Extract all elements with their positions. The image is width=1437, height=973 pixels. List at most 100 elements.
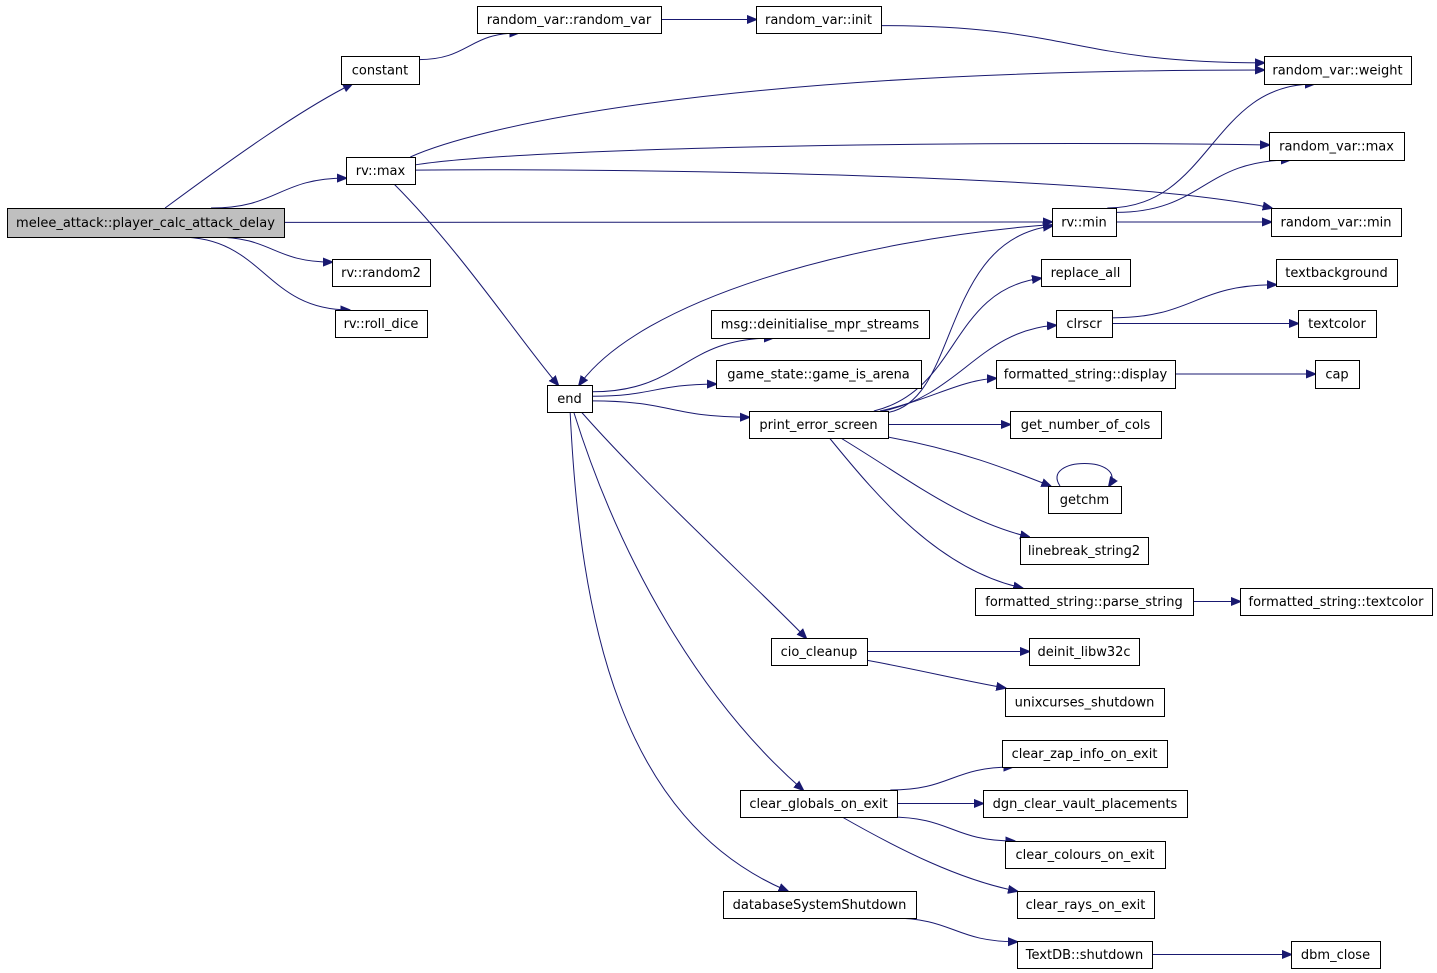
node-label: linebreak_string2 xyxy=(1028,544,1140,559)
node-label: formatted_string::parse_string xyxy=(985,595,1182,610)
node-databaseSystemShutdown[interactable]: databaseSystemShutdown xyxy=(723,891,917,919)
node-box xyxy=(983,790,1188,818)
edge-print_error_screen-to-fs_parse_string xyxy=(829,437,1022,588)
edge-print_error_screen-to-rv_min xyxy=(887,226,1052,413)
node-clear_zap_info_on_exit[interactable]: clear_zap_info_on_exit xyxy=(1002,740,1168,768)
edge-player_calc_attack_delay-to-rv_max xyxy=(211,178,346,209)
node-label: random_var::min xyxy=(1281,216,1392,231)
edge-end-to-game_is_arena xyxy=(591,384,716,397)
node-clear_colours_on_exit[interactable]: clear_colours_on_exit xyxy=(1005,841,1166,869)
edge-rv_min-to-end xyxy=(579,223,1053,385)
node-rv_random2[interactable]: rv::random2 xyxy=(332,259,431,287)
node-label: formatted_string::textcolor xyxy=(1249,595,1425,610)
node-label: cap xyxy=(1325,368,1348,383)
node-box xyxy=(749,411,889,439)
node-layer: melee_attack::player_calc_attack_delay co… xyxy=(7,6,1433,969)
edge-rv_min-to-rv_weight xyxy=(1107,84,1314,209)
node-replace_all[interactable]: replace_all xyxy=(1041,259,1131,287)
node-box xyxy=(332,259,431,287)
edge-end-to-print_error_screen xyxy=(591,400,749,417)
node-rv_init[interactable]: random_var::init xyxy=(756,6,882,34)
node-box xyxy=(1056,310,1113,338)
node-dgn_clear_vault_placements[interactable]: dgn_clear_vault_placements xyxy=(983,790,1188,818)
node-label: constant xyxy=(352,64,409,79)
node-box xyxy=(1315,360,1360,389)
node-deinit_mpr[interactable]: msg::deinitialise_mpr_streams xyxy=(711,310,930,339)
node-fs_textcolor[interactable]: formatted_string::textcolor xyxy=(1240,588,1433,616)
edge-clear_globals_on_exit-to-clear_rays_on_exit xyxy=(841,816,1017,891)
node-label: textcolor xyxy=(1308,317,1366,332)
node-rv_min[interactable]: rv::min xyxy=(1052,208,1117,237)
node-label: clear_globals_on_exit xyxy=(749,797,887,812)
node-fs_parse_string[interactable]: formatted_string::parse_string xyxy=(975,588,1194,616)
node-label: random_var::random_var xyxy=(487,13,652,28)
node-label: end xyxy=(557,392,582,407)
node-game_is_arena[interactable]: game_state::game_is_arena xyxy=(716,360,922,389)
node-box xyxy=(335,310,428,338)
node-clear_globals_on_exit[interactable]: clear_globals_on_exit xyxy=(740,790,898,818)
node-player_calc_attack_delay[interactable]: melee_attack::player_calc_attack_delay xyxy=(7,208,285,238)
node-getchm[interactable]: getchm xyxy=(1048,486,1122,514)
node-label: rv::max xyxy=(356,164,406,179)
edge-databaseSystemShutdown-to-textdb_shutdown xyxy=(891,917,1017,942)
node-dbm_close[interactable]: dbm_close xyxy=(1291,941,1381,969)
node-box xyxy=(711,310,930,339)
edge-rv_max-to-rvar_min xyxy=(414,169,1272,208)
node-clear_rays_on_exit[interactable]: clear_rays_on_exit xyxy=(1017,891,1155,919)
node-box xyxy=(1291,941,1381,969)
node-cap[interactable]: cap xyxy=(1315,360,1360,389)
node-box xyxy=(1041,259,1131,287)
node-rv_roll_dice[interactable]: rv::roll_dice xyxy=(335,310,428,338)
node-box xyxy=(1005,841,1166,869)
node-constant[interactable]: constant xyxy=(341,56,420,85)
node-box xyxy=(716,360,922,389)
node-box xyxy=(1271,208,1402,237)
node-print_error_screen[interactable]: print_error_screen xyxy=(749,411,889,439)
node-get_number_of_cols[interactable]: get_number_of_cols xyxy=(1010,411,1162,439)
node-rv_max[interactable]: rv::max xyxy=(346,157,416,185)
node-label: formatted_string::display xyxy=(1004,368,1168,383)
edge-print_error_screen-to-fs_display xyxy=(879,378,996,412)
node-label: replace_all xyxy=(1051,266,1121,281)
edge-rv_max-to-rv_weight xyxy=(410,70,1264,158)
node-linebreak_string2[interactable]: linebreak_string2 xyxy=(1020,537,1149,565)
node-label: clear_zap_info_on_exit xyxy=(1012,747,1158,762)
node-cio_cleanup[interactable]: cio_cleanup xyxy=(771,638,868,666)
edge-end-to-databaseSystemShutdown xyxy=(569,411,787,891)
node-rvar_max[interactable]: random_var::max xyxy=(1269,132,1405,161)
edge-clrscr-to-textbackground xyxy=(1111,285,1276,319)
node-label: clrscr xyxy=(1066,317,1102,332)
node-unixcurses_shutdown[interactable]: unixcurses_shutdown xyxy=(1005,688,1165,717)
node-box xyxy=(1269,132,1405,161)
edge-constant-to-rv_ctor xyxy=(418,33,518,61)
node-box xyxy=(1052,208,1117,237)
node-box xyxy=(7,208,285,238)
edge-clear_globals_on_exit-to-clear_zap_info_on_exit xyxy=(890,767,1012,791)
edge-cio_cleanup-to-unixcurses_shutdown xyxy=(866,659,1005,688)
node-label: databaseSystemShutdown xyxy=(733,898,907,913)
node-label: dbm_close xyxy=(1301,948,1370,963)
node-box xyxy=(1276,259,1398,287)
edge-getchm-to-getchm xyxy=(1056,463,1112,487)
node-box xyxy=(341,56,420,85)
node-box xyxy=(740,790,898,818)
node-box xyxy=(771,638,868,666)
edge-end-to-cio_cleanup xyxy=(581,411,806,638)
node-rv_weight[interactable]: random_var::weight xyxy=(1264,56,1412,85)
node-end[interactable]: end xyxy=(547,385,593,413)
node-label: deinit_libw32c xyxy=(1037,645,1130,660)
node-rvar_min[interactable]: random_var::min xyxy=(1271,208,1402,237)
node-box xyxy=(1029,638,1140,666)
node-box xyxy=(996,360,1176,389)
node-box xyxy=(1002,740,1168,768)
node-box xyxy=(1017,891,1155,919)
node-deinit_libw32c[interactable]: deinit_libw32c xyxy=(1029,638,1140,666)
node-textcolor[interactable]: textcolor xyxy=(1298,310,1377,338)
node-rv_ctor[interactable]: random_var::random_var xyxy=(477,6,662,34)
node-fs_display[interactable]: formatted_string::display xyxy=(996,360,1176,389)
node-textbackground[interactable]: textbackground xyxy=(1276,259,1398,287)
node-textdb_shutdown[interactable]: TextDB::shutdown xyxy=(1017,941,1153,969)
node-clrscr[interactable]: clrscr xyxy=(1056,310,1113,338)
node-box xyxy=(1010,411,1162,439)
node-box xyxy=(975,588,1194,616)
